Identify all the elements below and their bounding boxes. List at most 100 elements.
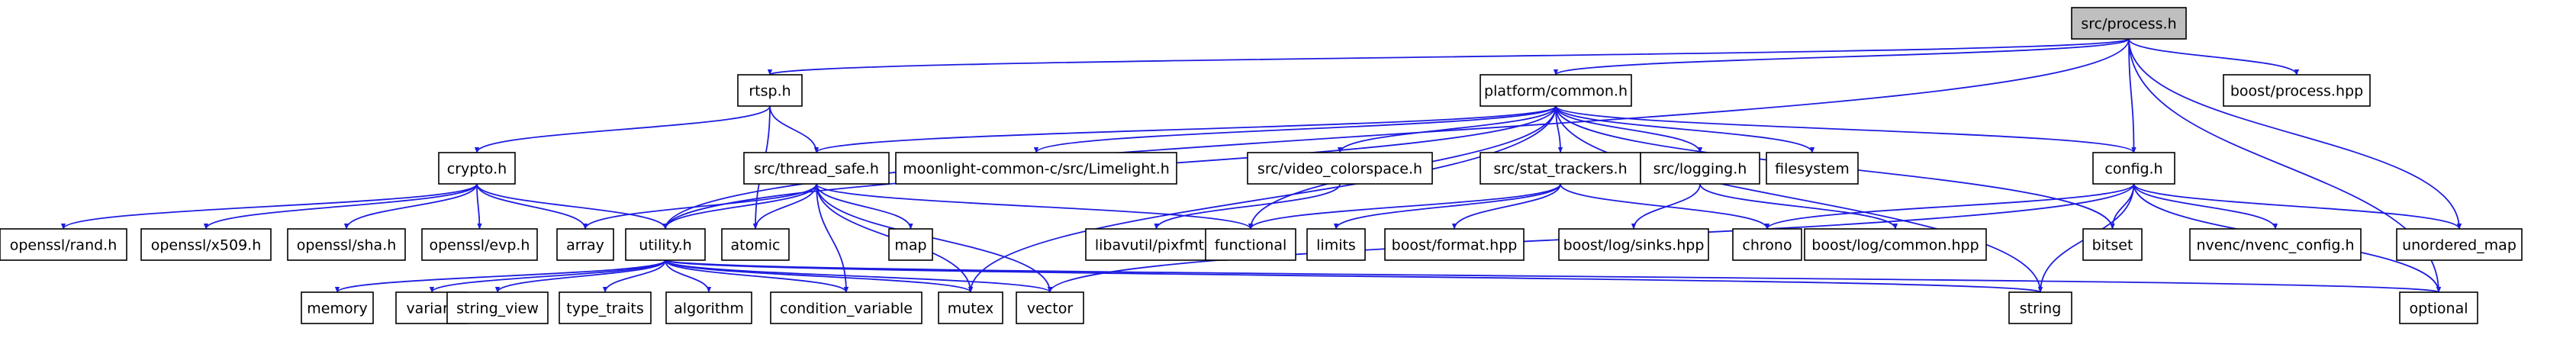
node-optional[interactable]: optional (2399, 291, 2478, 324)
node-atomic[interactable]: atomic (721, 228, 790, 261)
node-openssl-rand[interactable]: openssl/rand.h (0, 228, 127, 261)
node-bitset[interactable]: bitset (2082, 228, 2143, 261)
node-box (625, 228, 706, 261)
node-box (888, 228, 933, 261)
edge-thread_safe-to-functional (816, 183, 1254, 230)
node-pixfmt[interactable]: libavutil/pixfmt.h (1085, 228, 1228, 261)
node-type-traits[interactable]: type_traits (559, 291, 652, 324)
node-boost-sinks[interactable]: boost/log/sinks.hpp (1558, 228, 1709, 261)
node-label: limits (1316, 237, 1356, 254)
node-boost-log-common[interactable]: boost/log/common.hpp (1804, 228, 1987, 261)
node-utility[interactable]: utility.h (625, 228, 706, 261)
edge-rtsp-to-thread_safe (769, 105, 819, 153)
node-logging[interactable]: src/logging.h (1640, 152, 1760, 185)
edge-stat_trackers-to-functional (1248, 183, 1561, 230)
node-memory[interactable]: memory (301, 291, 374, 324)
node-box (1247, 152, 1433, 185)
node-limelight[interactable]: moonlight-common-c/src/Limelight.h (895, 152, 1177, 185)
node-thread-safe[interactable]: src/thread_safe.h (743, 152, 890, 185)
node-box (556, 228, 614, 261)
node-label: filesystem (1775, 161, 1850, 178)
edge-common-to-filesystem (1555, 105, 1815, 153)
node-process[interactable]: src/process.h (2071, 7, 2187, 40)
node-label: string (2020, 301, 2062, 317)
node-box (2082, 228, 2143, 261)
node-chrono[interactable]: chrono (1732, 228, 1802, 261)
node-label: src/logging.h (1653, 161, 1747, 178)
node-mutex[interactable]: mutex (938, 291, 1003, 324)
node-config[interactable]: config.h (2092, 152, 2175, 185)
node-boost-format[interactable]: boost/format.hpp (1384, 228, 1525, 261)
node-label: vector (1027, 301, 1073, 317)
edge-stat_trackers-to-boost_format (1451, 183, 1561, 230)
node-functional[interactable]: functional (1205, 228, 1296, 261)
node-boost-process[interactable]: boost/process.hpp (2223, 74, 2371, 107)
node-openssl-sha[interactable]: openssl/sha.h (287, 228, 406, 261)
node-label: atomic (731, 237, 781, 254)
node-label: boost/process.hpp (2230, 83, 2363, 100)
node-label: src/thread_safe.h (754, 161, 879, 178)
edge-video_colorspace-to-pixfmt (1154, 183, 1341, 230)
node-box (421, 228, 538, 261)
node-nvenc-config[interactable]: nvenc/nvenc_config.h (2189, 228, 2362, 261)
node-array[interactable]: array (556, 228, 614, 261)
node-string-view[interactable]: string_view (446, 291, 549, 324)
edge-logging-to-boost_sinks (1631, 183, 1701, 230)
node-box (770, 291, 923, 324)
node-label: boost/log/sinks.hpp (1563, 237, 1705, 254)
node-label: config.h (2104, 161, 2162, 178)
node-label: platform/common.h (1484, 83, 1628, 100)
node-label: boost/log/common.hpp (1811, 237, 1979, 254)
node-label: utility.h (639, 237, 691, 254)
edge-utility-to-vector (665, 259, 1053, 293)
node-limits[interactable]: limits (1306, 228, 1366, 261)
node-label: type_traits (566, 301, 643, 317)
edge-crypto-to-utility (476, 183, 668, 230)
node-box (0, 228, 127, 261)
node-box (438, 152, 516, 185)
node-label: array (566, 237, 604, 254)
node-box (665, 291, 752, 324)
node-box (1640, 152, 1760, 185)
node-crypto[interactable]: crypto.h (438, 152, 516, 185)
edge-utility-to-optional (665, 259, 2441, 293)
edge-common-to-limelight (1033, 105, 1557, 153)
node-label: algorithm (674, 301, 744, 317)
node-vector[interactable]: vector (1016, 291, 1084, 324)
edge-stat_trackers-to-chrono (1560, 183, 1770, 230)
node-condition-variable[interactable]: condition_variable (770, 291, 923, 324)
node-openssl-x509[interactable]: openssl/x509.h (140, 228, 272, 261)
edge-utility-to-type_traits (602, 259, 666, 293)
node-box (1384, 228, 1525, 261)
node-label: mutex (948, 301, 994, 317)
edge-process-to-unordered_map (2128, 38, 2462, 230)
node-box (1804, 228, 1987, 261)
node-label: chrono (1742, 237, 1792, 254)
node-label: openssl/evp.h (430, 237, 530, 254)
edge-config-to-unordered_map (2133, 183, 2462, 230)
node-box (2189, 228, 2362, 261)
edge-process-to-config (2128, 38, 2136, 153)
node-label: src/video_colorspace.h (1257, 161, 1422, 178)
node-video-colorspace[interactable]: src/video_colorspace.h (1247, 152, 1433, 185)
node-label: functional (1215, 237, 1287, 254)
node-stat-trackers[interactable]: src/stat_trackers.h (1480, 152, 1641, 185)
node-label: variant (406, 301, 457, 317)
edge-crypto-to-array (476, 183, 588, 230)
node-map[interactable]: map (888, 228, 933, 261)
node-rtsp[interactable]: rtsp.h (737, 74, 803, 107)
node-algorithm[interactable]: algorithm (665, 291, 752, 324)
edge-utility-to-string_view (494, 259, 666, 293)
node-filesystem[interactable]: filesystem (1766, 152, 1859, 185)
edge-common-to-string (1555, 105, 2043, 293)
node-string[interactable]: string (2008, 291, 2072, 324)
node-common[interactable]: platform/common.h (1480, 74, 1632, 107)
node-unordered-map[interactable]: unordered_map (2396, 228, 2523, 261)
node-box (2008, 291, 2072, 324)
edge-thread_safe-to-utility (662, 183, 817, 230)
node-box (2092, 152, 2175, 185)
edge-process-to-utility (662, 38, 2130, 230)
edge-utility-to-condition_variable (665, 259, 849, 293)
node-openssl-evp[interactable]: openssl/evp.h (421, 228, 538, 261)
